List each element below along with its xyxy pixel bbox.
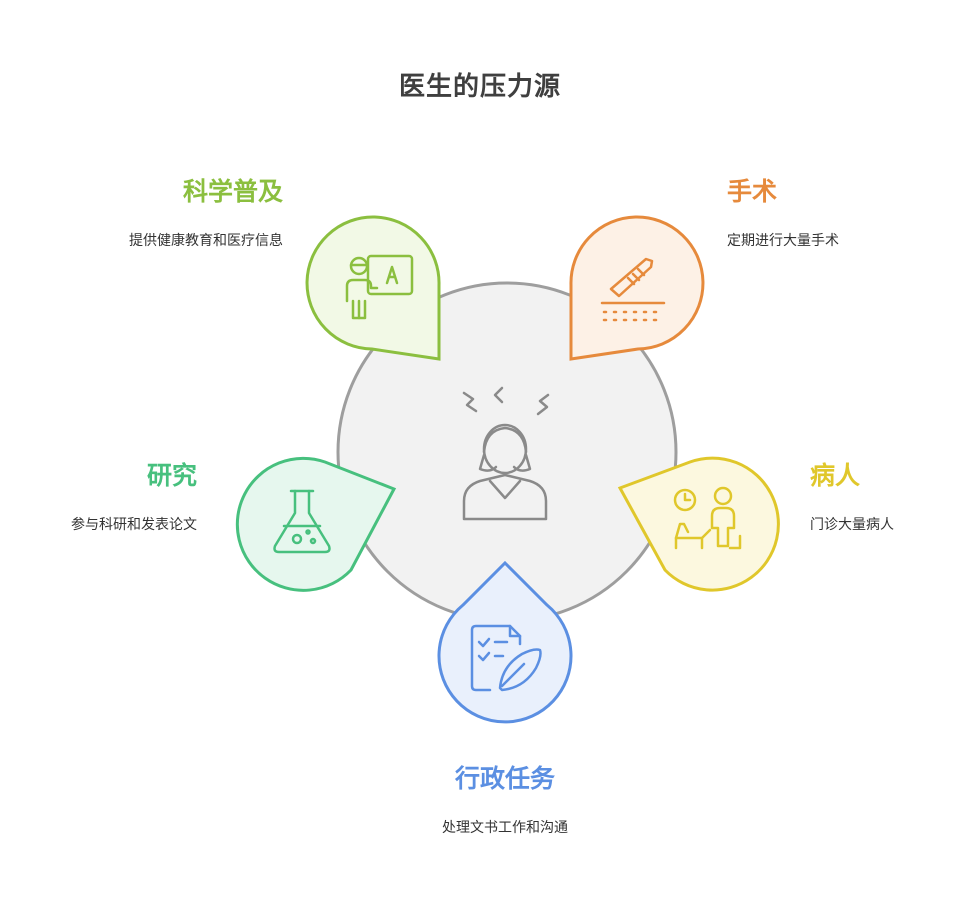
surgery-label: 手术: [727, 177, 778, 206]
stressed-doctor-icon: [462, 386, 550, 521]
patients-label: 病人: [810, 461, 861, 490]
science-description: 提供健康教育和医疗信息: [129, 233, 283, 249]
diagram-title: 医生的压力源: [398, 72, 561, 102]
surgery-node: [569, 215, 705, 361]
surgery-description: 定期进行大量手术: [727, 233, 839, 249]
paperwork-quill-icon: [470, 624, 542, 692]
scalpel-icon: [600, 257, 666, 322]
research-label: 研究: [146, 461, 197, 490]
flask-icon: [273, 489, 331, 554]
admin-label: 行政任务: [454, 764, 555, 793]
research-description: 参与科研和发表论文: [71, 517, 197, 533]
admin-description: 处理文书工作和沟通: [442, 820, 568, 836]
science-label: 科学普及: [182, 177, 283, 206]
patients-description: 门诊大量病人: [810, 517, 894, 533]
patients-node: [617, 456, 780, 592]
patient-consultation-icon: [673, 486, 742, 550]
teacher-board-icon: [345, 254, 414, 320]
